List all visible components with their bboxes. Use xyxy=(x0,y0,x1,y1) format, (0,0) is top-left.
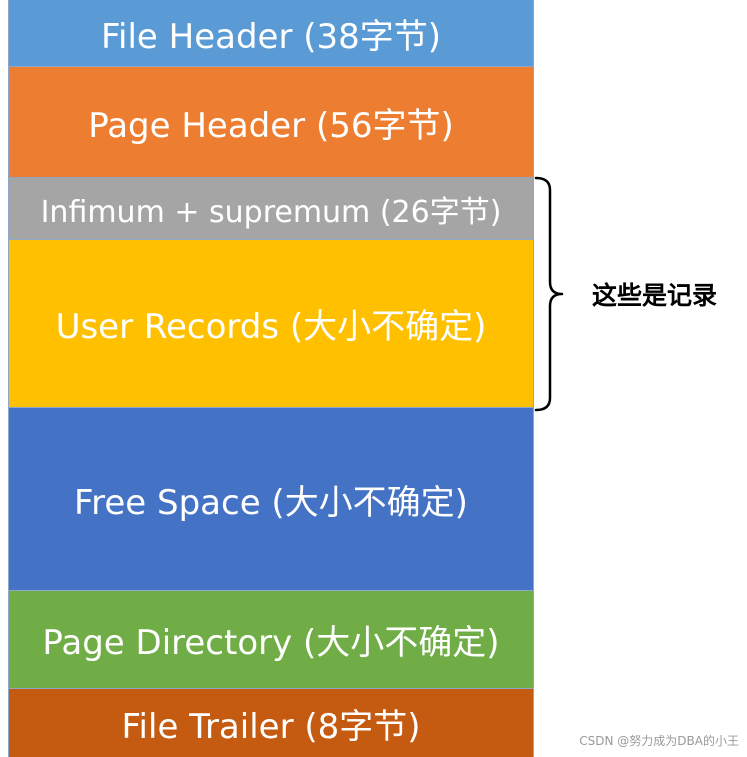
free-space-block: Free Space (大小不确定) xyxy=(8,408,534,591)
infimum-supremum-block: Infimum + supremum (26字节) xyxy=(8,178,534,240)
watermark-text: CSDN @努力成为DBA的小王 xyxy=(579,734,739,748)
page-directory-block: Page Directory (大小不确定) xyxy=(8,591,534,689)
file-header-block: File Header (38字节) xyxy=(8,0,534,67)
page-header-label: Page Header (56字节) xyxy=(88,105,454,146)
records-annotation-label: 这些是记录 xyxy=(592,281,718,310)
curly-brace-icon xyxy=(534,176,564,412)
file-trailer-label: File Trailer (8字节) xyxy=(121,706,421,747)
user-records-label: User Records (大小不确定) xyxy=(55,307,487,347)
free-space-label: Free Space (大小不确定) xyxy=(74,482,468,523)
page-directory-label: Page Directory (大小不确定) xyxy=(42,623,500,663)
file-header-label: File Header (38字节) xyxy=(100,16,442,57)
file-trailer-block: File Trailer (8字节) xyxy=(8,689,534,757)
page-header-block: Page Header (56字节) xyxy=(8,67,534,178)
infimum-supremum-label: Infimum + supremum (26字节) xyxy=(40,194,502,230)
user-records-block: User Records (大小不确定) xyxy=(8,240,534,408)
